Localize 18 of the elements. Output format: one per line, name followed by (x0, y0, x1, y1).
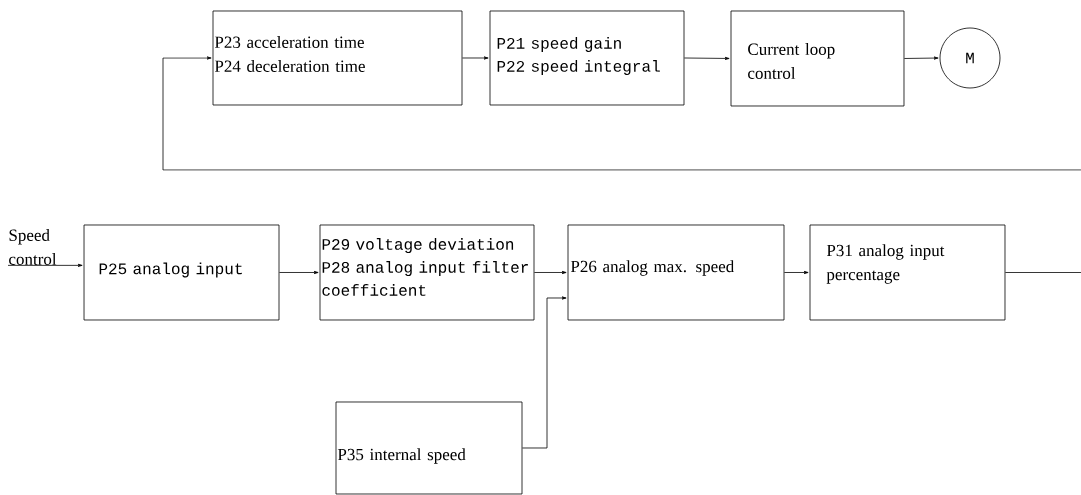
process-box: P35 internal speed (335, 401, 523, 495)
process-box: P29 voltage deviation P28 analog input filter coefficient (319, 224, 535, 321)
process-box: P23 acceleration time P24 deceleration time (212, 10, 463, 106)
arrow (462, 56, 489, 60)
arrow (784, 270, 809, 275)
arrow (904, 56, 939, 60)
input-label: Speed control (9, 229, 57, 265)
process-box: Current loop control (730, 10, 905, 107)
arrow (7, 263, 83, 267)
process-box: P21 speed gain P22 speed integral (489, 10, 685, 106)
arrow (522, 296, 567, 449)
arrow (534, 270, 567, 275)
process-box: P25 analog input (83, 224, 280, 321)
arrow (684, 56, 730, 60)
arrow (279, 270, 319, 275)
arrow (162, 56, 1081, 171)
process-box: P31 analog input percentage (809, 224, 1006, 321)
process-box: P26 analog max. speed (567, 224, 785, 321)
